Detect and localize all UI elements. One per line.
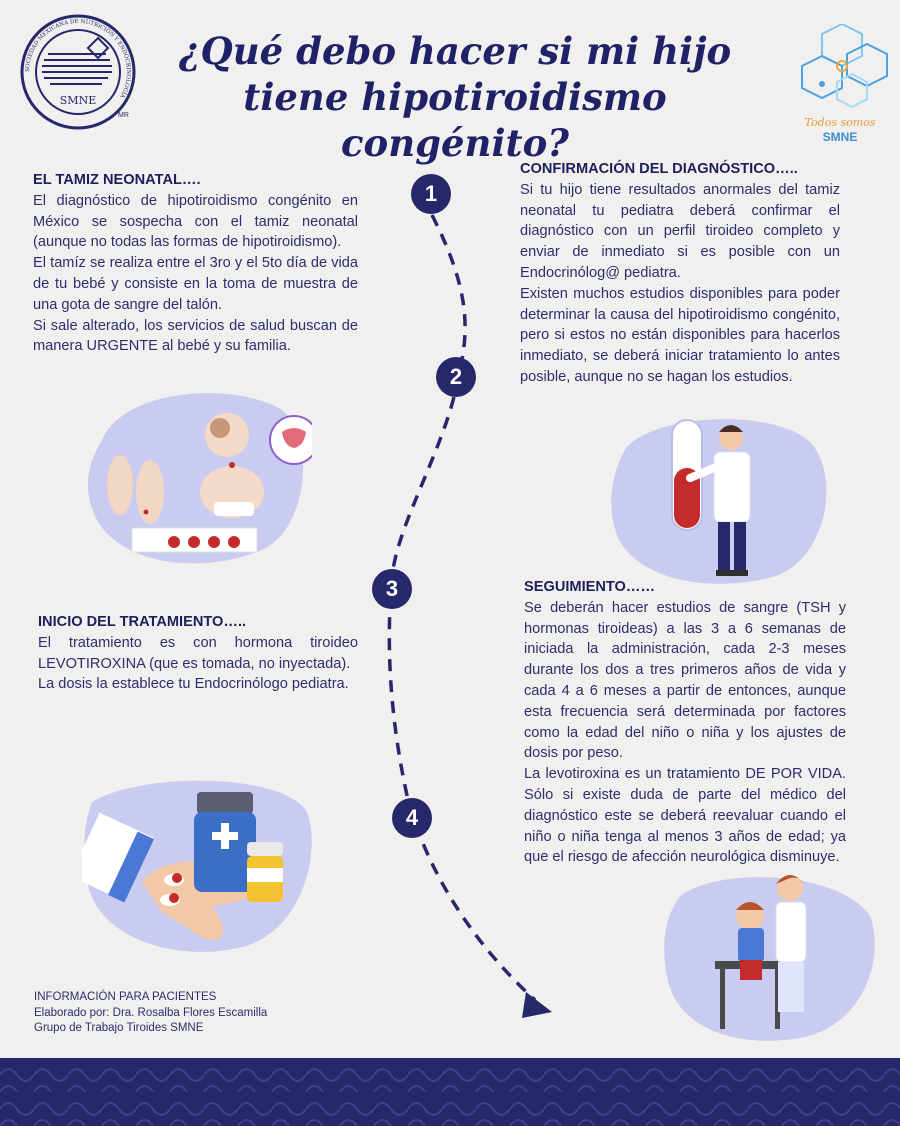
step-3-badge: 3 [372,569,412,609]
decorative-footer-band [0,1058,900,1126]
registered-mark: MR [118,112,129,119]
section-tamiz-neonatal: EL TAMIZ NEONATAL…. El diagnóstico de hi… [33,170,358,357]
footer-line: Grupo de Trabajo Tiroides SMNE [34,1022,204,1034]
footer-credits: INFORMACIÓN PARA PACIENTES Elaborado por… [34,990,334,1037]
hand-pills-illustration [70,772,317,962]
section-paragraph: El tratamiento es con hormona tiroideo L… [38,634,358,672]
smne-seal-logo: SMNE SOCIEDAD MEXICANA DE NUTRICIÓN Y EN… [18,12,138,132]
section-heading: SEGUIMIENTO…… [524,579,656,595]
step-4-badge: 4 [392,798,432,838]
nurse-child-illustration [660,866,882,1046]
doctor-test-tube-illustration [606,408,836,588]
baby-heel-prick-illustration [82,380,319,570]
timeline-arrowhead [522,992,552,1018]
section-heading: EL TAMIZ NEONATAL…. [33,172,201,188]
todos-somos-smne-logo [792,22,892,144]
section-paragraph: El tamíz se realiza entre el 3ro y el 5t… [33,255,358,313]
section-paragraph: El diagnóstico de hipotiroidismo congéni… [33,192,358,251]
footer-line: INFORMACIÓN PARA PACIENTES [34,991,217,1003]
section-paragraph: Se deberán hacer estudios de sangre (TSH… [524,599,846,762]
section-paragraph: Si tu hijo tiene resultados anormales de… [520,181,840,281]
section-paragraph: Si sale alterado, los servicios de salud… [33,317,358,355]
page-title: ¿Qué debo hacer si mi hijo tiene hipotir… [178,29,732,165]
section-heading: INICIO DEL TRATAMIENTO….. [38,614,247,630]
section-paragraph: La levotiroxina es un tratamiento DE POR… [524,766,846,866]
logo-right-script: Todos somos [804,116,876,129]
section-confirmacion-diagnostico: CONFIRMACIÓN DEL DIAGNÓSTICO….. Si tu hi… [520,159,840,388]
logo-right-name: SMNE [822,130,858,144]
svg-text:SMNE: SMNE [60,94,96,107]
section-paragraph: La dosis la establece tu Endocrinólogo p… [38,676,349,693]
section-inicio-tratamiento: INICIO DEL TRATAMIENTO….. El tratamiento… [38,612,358,695]
step-2-badge: 2 [436,357,476,397]
section-seguimiento: SEGUIMIENTO…… Se deberán hacer estudios … [524,577,846,868]
section-paragraph: Existen muchos estudios disponibles para… [520,285,840,385]
footer-line: Elaborado por: Dra. Rosalba Flores Escam… [34,1006,268,1019]
step-1-badge: 1 [411,174,451,214]
section-heading: CONFIRMACIÓN DEL DIAGNÓSTICO….. [520,161,798,177]
